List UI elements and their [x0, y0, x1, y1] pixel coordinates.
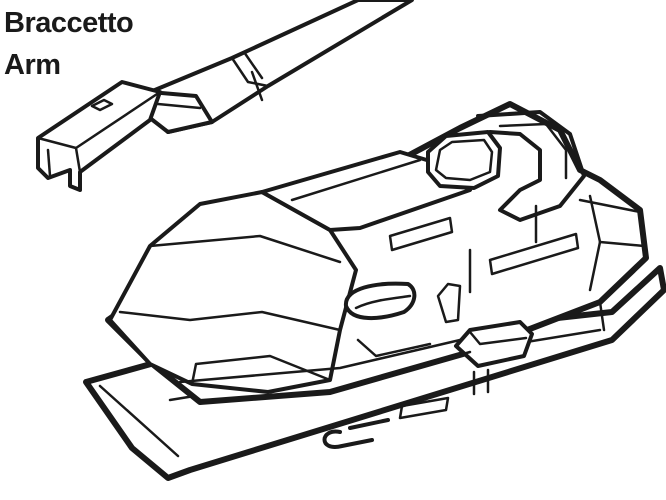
- center-latch: [436, 282, 462, 324]
- button-housing: [476, 110, 586, 222]
- adapter-top-rail: [260, 150, 472, 232]
- wiper-arm: [36, 0, 414, 192]
- arm-label-italian: Braccetto: [4, 7, 134, 39]
- arm-hook-end: [36, 80, 162, 192]
- lower-clip[interactable]: [454, 320, 534, 368]
- arm-rivet-hole: [90, 98, 114, 112]
- side-slot-upper: [388, 216, 454, 252]
- clip-symbol: [322, 418, 390, 449]
- arm-label-english: Arm: [4, 49, 61, 81]
- arm-label: Braccetto Arm: [4, 2, 134, 86]
- clip-slot: [398, 396, 450, 420]
- side-slot-right: [488, 232, 580, 276]
- adapter-body: [105, 101, 649, 405]
